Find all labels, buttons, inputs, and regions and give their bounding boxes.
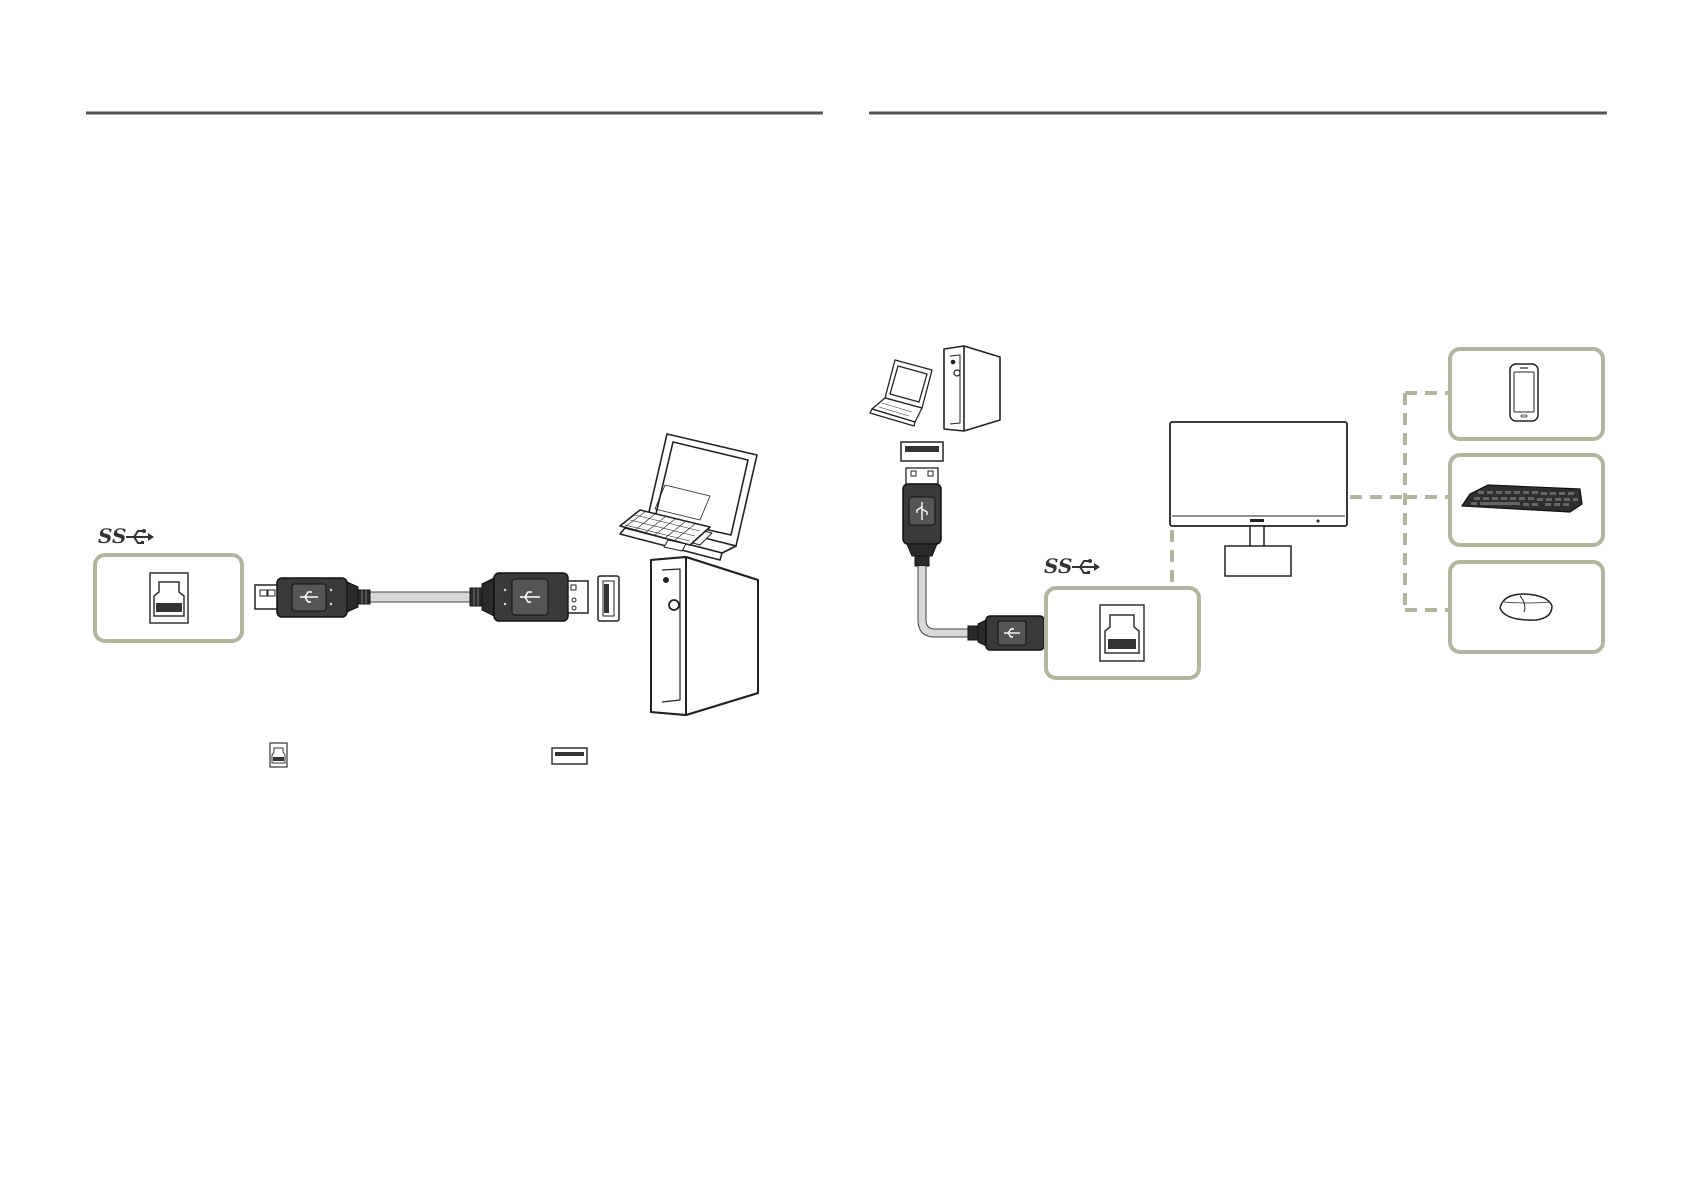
svg-text:SS: SS <box>1044 554 1072 578</box>
usb-a-receptacle <box>598 576 619 621</box>
source-desktop-pc-icon <box>944 346 1000 431</box>
laptop-icon <box>620 434 757 560</box>
desktop-pc-icon <box>651 557 758 715</box>
source-usb-cable-wire <box>922 566 970 633</box>
superspeed-usb-logo-right: SS <box>1044 554 1100 578</box>
legend-usb-a-icon <box>552 748 587 764</box>
svg-text:SS: SS <box>98 524 126 548</box>
mouse-icon <box>1500 594 1552 620</box>
monitor-usb-b-port-icon <box>1100 605 1144 661</box>
usb-b-port-icon <box>150 573 188 623</box>
source-usb-a-receptacle <box>901 442 943 461</box>
peripheral-dashed-lines <box>1350 393 1448 610</box>
legend-usb-b-icon <box>270 743 287 767</box>
vertical-usb-a-plug <box>903 468 941 566</box>
source-laptop-icon <box>870 360 932 426</box>
usb-a-plug <box>470 573 588 621</box>
smartphone-icon <box>1510 364 1538 421</box>
monitor-icon <box>1170 422 1347 576</box>
superspeed-usb-logo: SS <box>98 524 154 548</box>
usb-b-plug <box>255 578 370 617</box>
